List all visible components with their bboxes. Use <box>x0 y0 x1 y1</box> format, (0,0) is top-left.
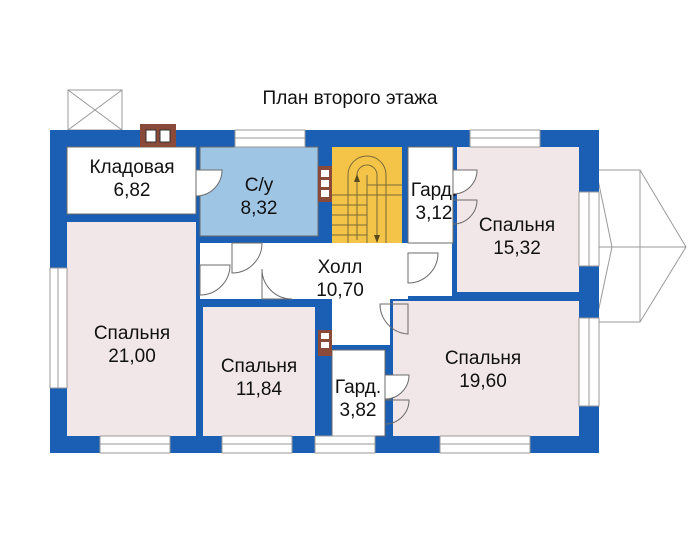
room-bedroom-1960 <box>393 301 579 436</box>
chimney-duct <box>140 124 176 147</box>
room-name: Спальня <box>478 215 556 236</box>
room-name: С/у <box>244 175 274 196</box>
room-wardrobe-1 <box>408 147 453 243</box>
room-bedroom-2100 <box>67 222 196 436</box>
door-swings <box>195 169 478 425</box>
room-name: Кладовая <box>89 157 175 178</box>
room-name: Холл <box>317 257 363 278</box>
room-area: 21,00 <box>108 346 156 367</box>
room-area: 15,32 <box>493 238 541 259</box>
room-area: 19,60 <box>459 371 507 392</box>
balcony-roof-outline <box>595 169 687 323</box>
room-name: Спальня <box>444 348 522 369</box>
ventilation-duct-upper <box>318 166 332 202</box>
room-name: Спальня <box>93 323 171 344</box>
room-bedroom-1184 <box>203 307 315 436</box>
windows <box>49 129 600 454</box>
room-label-storage: Кладовая 6,82 <box>70 156 194 202</box>
room-area: 8,32 <box>240 198 278 219</box>
room-label-bathroom: С/у 8,32 <box>205 174 313 220</box>
room-area: 11,84 <box>235 379 283 400</box>
room-label-bedroom-2100: Спальня 21,00 <box>72 322 192 368</box>
room-area: 3,82 <box>339 400 377 421</box>
staircase <box>332 155 402 243</box>
room-label-wardrobe-1: Гард. 3,12 <box>404 179 464 225</box>
stair-arrow <box>354 174 380 243</box>
room-name: Гард. <box>334 377 382 398</box>
room-label-bedroom-1184: Спальня 11,84 <box>204 355 314 401</box>
room-area: 3,12 <box>415 203 453 224</box>
room-bathroom <box>200 147 318 236</box>
room-name: Гард. <box>410 180 458 201</box>
room-name: Спальня <box>220 356 298 377</box>
room-area: 6,82 <box>113 180 151 201</box>
room-hall-corridor <box>332 243 390 345</box>
plan-title: План второго этажа <box>262 88 438 109</box>
room-label-wardrobe-2: Гард. 3,82 <box>329 376 387 422</box>
ventilation-duct-lower <box>318 330 332 356</box>
room-label-hall: Холл 10,70 <box>290 256 390 302</box>
room-label-bedroom-1532: Спальня 15,32 <box>462 214 572 260</box>
room-label-bedroom-1960: Спальня 19,60 <box>428 347 538 393</box>
room-area: 10,70 <box>316 280 364 301</box>
room-wardrobe-2 <box>332 350 385 436</box>
room-storage <box>67 147 196 214</box>
